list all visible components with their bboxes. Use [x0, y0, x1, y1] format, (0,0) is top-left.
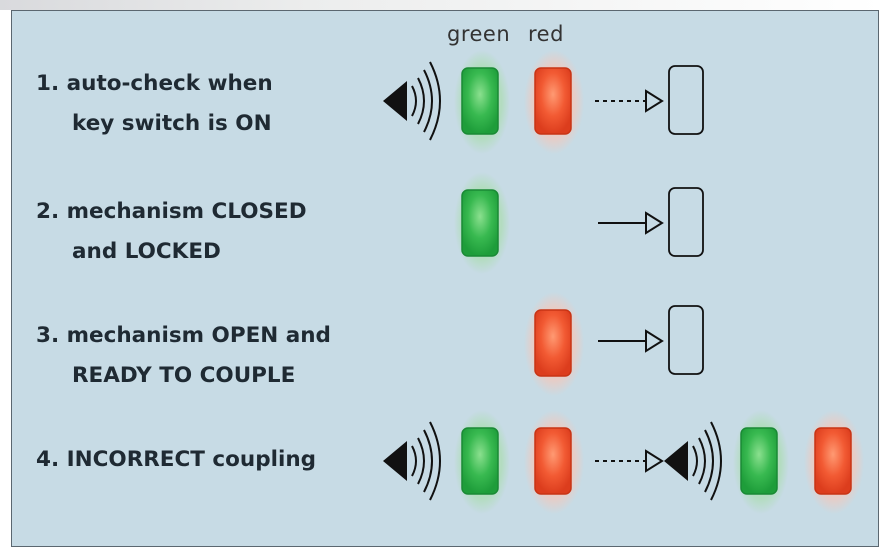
row-3-red-lamp-icon [524, 292, 584, 396]
step-2-line2: and LOCKED [72, 239, 221, 264]
green-column-header: green [447, 22, 511, 46]
row-1-speaker-icon [383, 61, 441, 141]
row-4-speaker-icon [383, 421, 441, 501]
row-1-dashed-arrow-icon [595, 89, 664, 113]
row-4-red-lamp-icon [524, 410, 584, 514]
step-1-line1: auto-check when [66, 71, 273, 96]
step-2-line1: mechanism CLOSED [66, 199, 307, 224]
row-2-solid-arrow-icon [598, 211, 664, 235]
row-1-green-lamp-icon [454, 50, 510, 154]
step-3-label: 3. mechanism OPEN and READY TO COUPLE [36, 316, 331, 396]
step-1-number: 1. [36, 71, 60, 96]
row-2-green-lamp-icon [454, 172, 510, 274]
row-4-dashed-arrow-icon [595, 449, 664, 473]
step-4-line1: INCORRECT coupling [66, 447, 317, 472]
row-2-output-box-icon [668, 187, 704, 257]
step-3-number: 3. [36, 323, 60, 348]
row-4-second-speaker-icon [664, 421, 722, 501]
step-1-line2: key switch is ON [72, 111, 272, 136]
red-column-header: red [528, 22, 564, 46]
row-4-second-green-lamp-icon [733, 410, 789, 514]
row-3-output-box-icon [668, 305, 704, 375]
step-2-number: 2. [36, 199, 60, 224]
step-2-label: 2. mechanism CLOSED and LOCKED [36, 192, 307, 272]
step-4-number: 4. [36, 447, 60, 472]
step-3-line2: READY TO COUPLE [72, 363, 296, 388]
row-1-output-box-icon [668, 65, 704, 135]
row-4-green-lamp-icon [454, 410, 510, 514]
row-4-second-red-lamp-icon [804, 410, 864, 514]
top-band [0, 0, 882, 10]
row-1-red-lamp-icon [524, 50, 584, 154]
row-3-solid-arrow-icon [598, 329, 664, 353]
step-3-line1: mechanism OPEN and [66, 323, 331, 348]
step-1-label: 1. auto-check when key switch is ON [36, 64, 273, 144]
step-4-label: 4. INCORRECT coupling [36, 440, 316, 480]
